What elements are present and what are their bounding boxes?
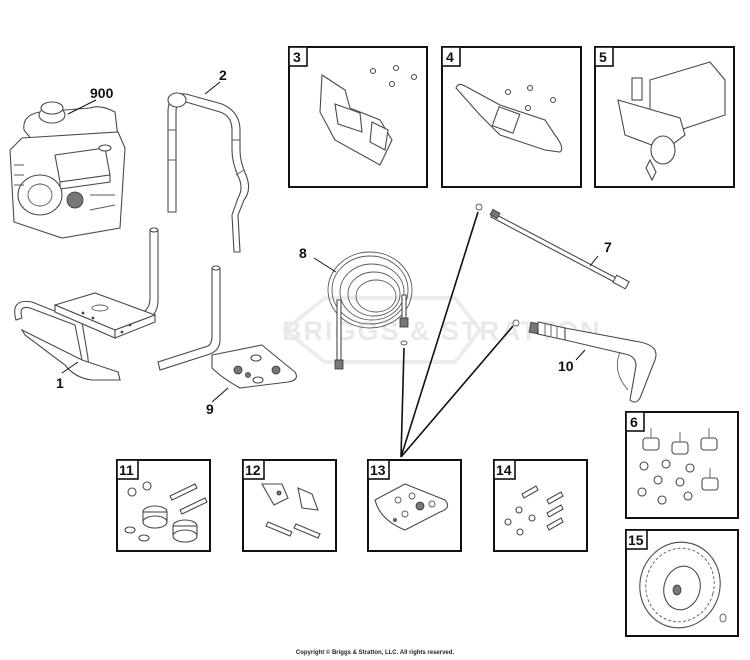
nozzle-set-illustration[interactable] — [211, 344, 297, 389]
spray-gun-illustration[interactable] — [512, 319, 657, 403]
callout-8[interactable]: 8 — [299, 245, 307, 261]
callouts: 900 2 1 9 8 7 10 — [56, 67, 612, 417]
hose-illustration[interactable] — [327, 251, 413, 370]
flange-nuts — [637, 459, 695, 505]
kit-box-5[interactable]: 5 — [594, 46, 735, 188]
kit-box-14[interactable]: 14 — [493, 459, 588, 552]
kit-box-4[interactable]: 4 — [441, 46, 582, 188]
engine-illustration[interactable] — [9, 101, 126, 239]
leader-lines — [61, 81, 599, 458]
kit-number-12: 12 — [245, 462, 261, 478]
vibration-mounts — [642, 428, 719, 491]
kit-box-15[interactable]: 15 — [625, 529, 739, 637]
kit-number-11: 11 — [119, 462, 134, 478]
kit-number-4: 4 — [446, 49, 454, 65]
callout-10[interactable]: 10 — [558, 358, 574, 374]
kit-number-3: 3 — [293, 49, 301, 65]
callout-7[interactable]: 7 — [604, 239, 612, 255]
copyright-footer: Copyright © Briggs & Stratton, LLC. All … — [295, 650, 455, 656]
callout-9[interactable]: 9 — [206, 401, 214, 417]
kit-number-6: 6 — [630, 414, 638, 430]
kit-box-3[interactable]: 3 — [288, 46, 428, 188]
handle-illustration[interactable] — [167, 92, 250, 253]
callout-2[interactable]: 2 — [219, 67, 227, 83]
callout-1[interactable]: 1 — [56, 375, 64, 391]
wand-illustration[interactable] — [475, 203, 630, 290]
kit-box-13[interactable]: 13 — [367, 459, 462, 552]
kit-box-12[interactable]: 12 — [242, 459, 337, 552]
callout-900[interactable]: 900 — [90, 85, 114, 101]
kit-box-6[interactable]: 6 — [625, 411, 739, 519]
kit-number-15: 15 — [628, 532, 644, 548]
kit-number-14: 14 — [496, 462, 512, 478]
kit-box-11[interactable]: 11 — [116, 459, 211, 552]
kit-number-13: 13 — [370, 462, 386, 478]
frame-illustration[interactable] — [14, 227, 221, 381]
kit-number-5: 5 — [599, 49, 607, 65]
